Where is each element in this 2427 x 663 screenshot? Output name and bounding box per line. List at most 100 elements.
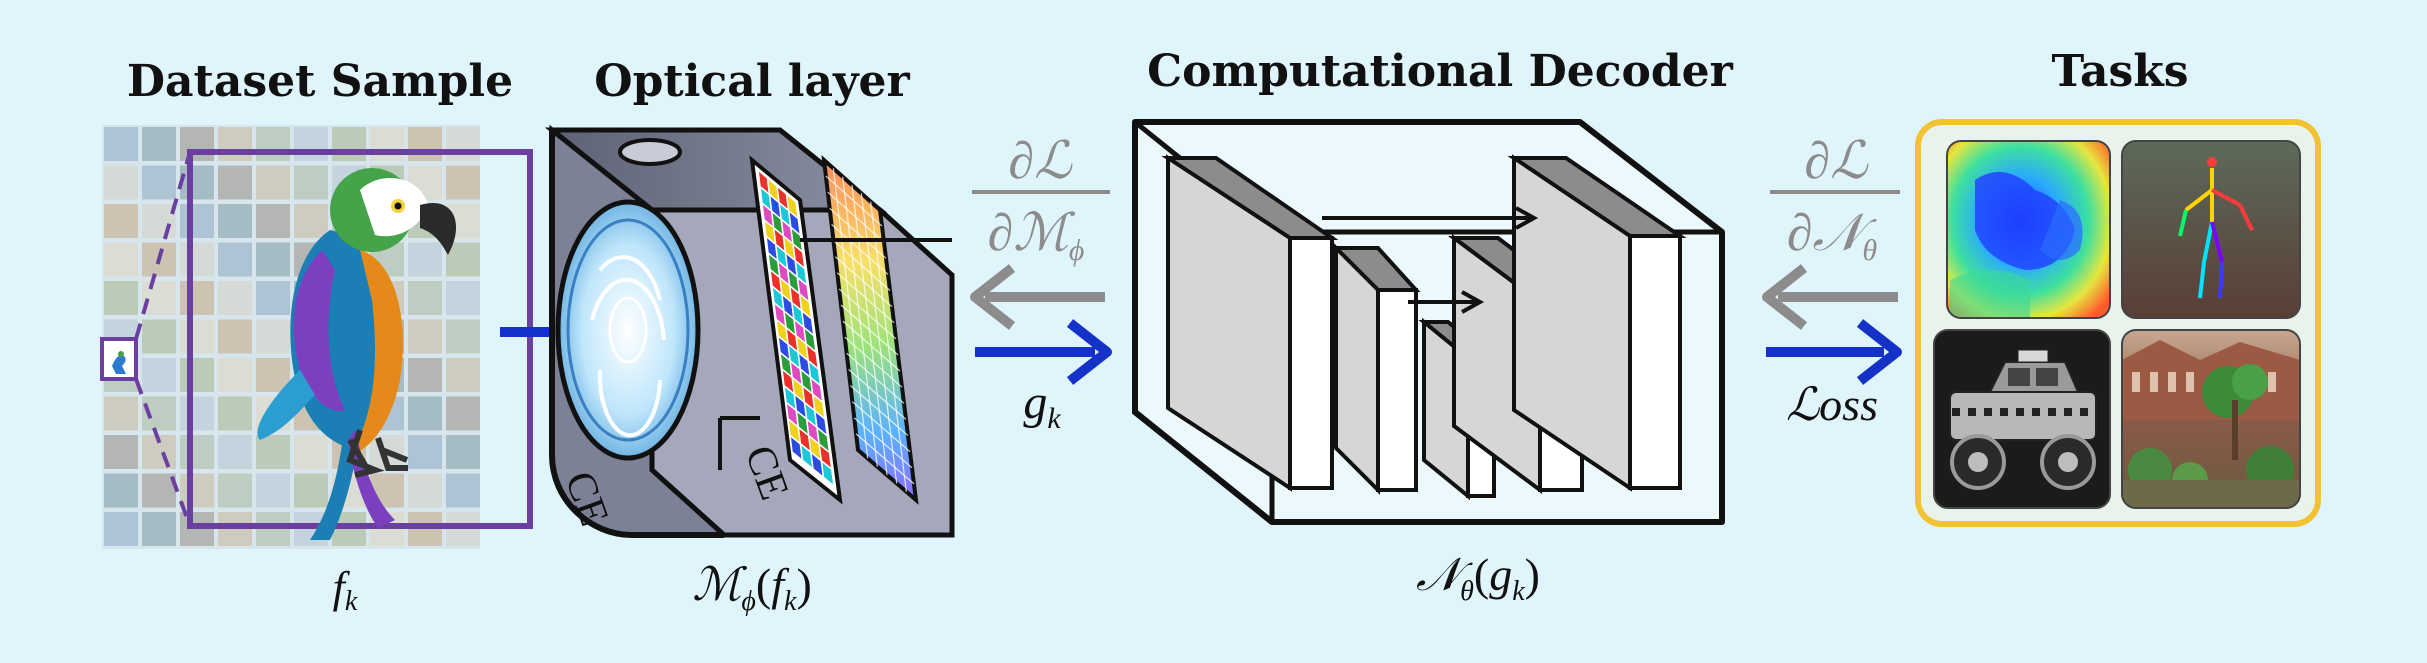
optical-title: Optical layer xyxy=(594,56,910,107)
dataset-thumbnail xyxy=(256,165,290,200)
forward-decoder-arrow xyxy=(1766,319,1902,385)
grad-optical-num: ∂ℒ xyxy=(1008,133,1073,190)
decoder-model-param: θ xyxy=(1460,576,1474,607)
decoder-model-arg-sub: k xyxy=(1512,576,1525,607)
dataset-thumbnail xyxy=(446,165,480,200)
decoder-layer-2 xyxy=(1331,243,1421,495)
dataset-thumbnail xyxy=(180,165,214,200)
skip-connection-1 xyxy=(1322,206,1539,230)
dataset-thumbnail xyxy=(180,435,214,469)
dataset-thumbnail xyxy=(218,281,252,315)
dataset-thumbnail xyxy=(104,512,138,546)
dataset-thumbnail xyxy=(218,204,252,238)
optical-model-label: ℳϕ(fk) xyxy=(692,559,812,617)
tasks-title: Tasks xyxy=(2051,46,2188,97)
gradient-decoder-fraction: ∂ℒ ∂𝒩θ xyxy=(1770,133,1900,267)
dataset-thumbnail xyxy=(180,281,214,315)
dataset-thumbnail xyxy=(218,358,252,392)
dataset-thumbnail xyxy=(294,127,328,161)
dataset-thumbnail xyxy=(256,319,290,354)
decoder-model-open: ( xyxy=(1474,549,1489,600)
decoder-title: Computational Decoder xyxy=(1147,46,1733,97)
dataset-thumbnail xyxy=(180,242,214,277)
dataset-thumbnail xyxy=(408,435,442,469)
dataset-thumbnail xyxy=(218,242,252,277)
optical-model-param: ϕ xyxy=(741,586,756,617)
dataset-thumbnail xyxy=(180,473,214,508)
dataset-thumbnail xyxy=(218,396,252,431)
dataset-thumbnail xyxy=(408,358,442,392)
forward-optical-sub: k xyxy=(1047,402,1061,435)
skeleton-icon xyxy=(2178,157,2254,299)
dataset-thumbnail xyxy=(218,165,252,200)
zoom-line-bottom xyxy=(134,378,192,527)
optical-model-close: ) xyxy=(796,559,811,610)
task-taxi-truck xyxy=(1934,330,2110,508)
dataset-thumbnail xyxy=(446,396,480,431)
dataset-thumbnail xyxy=(256,242,290,277)
dataset-thumbnail xyxy=(446,242,480,277)
zoom-line-top xyxy=(134,151,192,340)
dataset-thumbnail xyxy=(446,319,480,354)
grad-decoder-den: ∂𝒩θ xyxy=(1787,205,1878,267)
dataset-thumbnail xyxy=(218,473,252,508)
decoder-box xyxy=(1132,119,1725,525)
gradient-optical-fraction: ∂ℒ ∂ℳϕ xyxy=(972,133,1110,267)
loss-label: ℒoss xyxy=(1786,379,1878,430)
dataset-thumbnail xyxy=(142,319,176,354)
dataset-thumbnail xyxy=(180,358,214,392)
zoom-frame xyxy=(187,149,533,529)
dataset-thumbnail xyxy=(408,319,442,354)
dataset-thumbnail xyxy=(408,281,442,315)
dataset-thumbnail xyxy=(104,127,138,161)
decoder-layer-5 xyxy=(1507,154,1687,492)
dataset-thumbnails xyxy=(104,127,480,546)
dataset-thumbnail xyxy=(370,127,404,161)
dataset-thumbnail xyxy=(104,204,138,238)
dataset-thumbnail xyxy=(256,435,290,469)
optical-model-symbol: ℳ xyxy=(692,559,747,610)
task-pose-estimation xyxy=(2122,141,2300,318)
decoder-model-label: 𝒩θ(gk) xyxy=(1416,549,1540,607)
dataset-thumbnail xyxy=(142,281,176,315)
dataset-thumbnail xyxy=(408,127,442,161)
gradient-optical-arrow xyxy=(970,264,1105,330)
lens xyxy=(555,199,701,461)
optical-model-arg-sub: k xyxy=(784,586,797,617)
forward-optical-var: g xyxy=(1023,376,1047,429)
parrot-image xyxy=(257,168,457,540)
dataset-title: Dataset Sample xyxy=(127,56,513,107)
dataset-thumbnail xyxy=(104,242,138,277)
dataset-thumbnail xyxy=(446,435,480,469)
decoder-layer-1 xyxy=(1161,154,1339,492)
dataset-thumbnail xyxy=(218,435,252,469)
image-sensor xyxy=(821,154,919,505)
forward-optical-arrow xyxy=(975,319,1112,385)
grad-decoder-num: ∂ℒ xyxy=(1804,133,1869,190)
dataset-thumbnail xyxy=(142,358,176,392)
grad-optical-den: ∂ℳϕ xyxy=(988,205,1085,267)
grad-optical-den-symbol: ∂ℳ xyxy=(988,205,1076,262)
cfa-cell xyxy=(820,459,835,488)
dataset-thumbnail xyxy=(180,319,214,354)
gradient-decoder-arrow xyxy=(1762,264,1898,330)
dataset-thumbnail xyxy=(180,396,214,431)
dataset-thumbnail xyxy=(218,319,252,354)
dataset-thumbnail xyxy=(142,204,176,238)
dataset-thumbnail xyxy=(180,204,214,238)
grad-decoder-den-sub: θ xyxy=(1862,234,1877,267)
dataset-thumbnail xyxy=(256,127,290,161)
decoder-model-arg: g xyxy=(1489,549,1512,600)
color-filter-array xyxy=(749,155,843,505)
skip-connection-2 xyxy=(1408,290,1485,314)
dataset-thumbnail xyxy=(408,242,442,277)
dataset-thumbnail xyxy=(142,512,176,546)
dataset-thumbnail xyxy=(256,281,290,315)
dataset-thumbnail xyxy=(408,396,442,431)
dataset-thumbnail xyxy=(142,473,176,508)
optical-camera: CE CE xyxy=(544,124,955,538)
dataset-thumbnail xyxy=(256,204,290,238)
dataset-thumbnail xyxy=(104,473,138,508)
task-depth-map xyxy=(1947,141,2110,318)
